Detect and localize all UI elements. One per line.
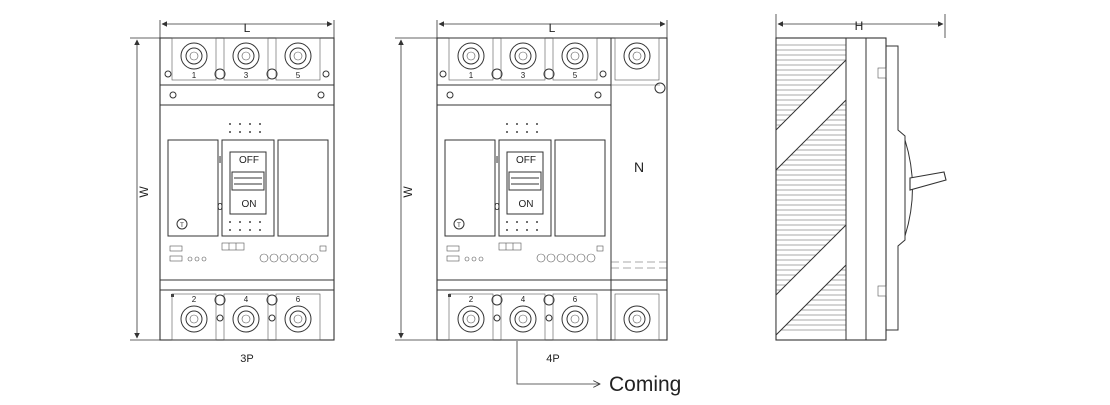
toggle-handle-3p xyxy=(231,171,265,191)
test-symbol-3p: T xyxy=(180,223,184,229)
off-symbol-4p: I xyxy=(496,155,499,166)
terminal-label: 6 xyxy=(296,295,301,304)
dim-w-4p: W xyxy=(395,37,437,341)
neutral-label: N xyxy=(634,159,644,175)
callout-arrow xyxy=(516,341,600,384)
view-4p: L W 1 xyxy=(395,20,681,396)
vent-dots-3p xyxy=(229,123,261,231)
terminal-label: 2 xyxy=(469,295,474,304)
dim-w-label-3p: W xyxy=(137,186,151,198)
dim-h-label: H xyxy=(855,19,864,33)
terminal-label: 1 xyxy=(192,71,197,80)
on-symbol-3p: 0 xyxy=(217,202,223,213)
on-label-3p: ON xyxy=(242,199,257,210)
top-terminals-3p: 1 3 5 xyxy=(164,37,330,81)
dim-l-4p: L xyxy=(436,20,668,38)
off-symbol-3p: I xyxy=(219,155,222,166)
terminal-label: 4 xyxy=(244,295,249,304)
view-label-3p: 3P xyxy=(240,353,253,365)
view-label-4p: 4P xyxy=(546,353,559,365)
test-symbol-4p: T xyxy=(457,223,461,229)
top-terminals-4p: 1 3 5 xyxy=(439,37,660,81)
off-label-4p: OFF xyxy=(516,155,536,166)
bottom-terminals-3p: 2 4 6 xyxy=(171,293,321,341)
test-button-3p xyxy=(176,218,188,230)
dim-l-3p: L xyxy=(159,20,335,38)
view-3p: L W 1 3 5 xyxy=(130,20,335,365)
dim-h: H xyxy=(775,14,946,38)
bottom-terminals-4p: 2 4 6 xyxy=(448,293,660,341)
terminal-label: 5 xyxy=(573,71,578,80)
terminal-label: 2 xyxy=(192,295,197,304)
on-label-4p: ON xyxy=(519,199,534,210)
side-handle xyxy=(909,171,947,191)
off-label-3p: OFF xyxy=(239,155,259,166)
terminal-label: 6 xyxy=(573,295,578,304)
callout-text: Coming xyxy=(609,373,681,396)
terminal-label: 5 xyxy=(296,71,301,80)
terminal-label: 4 xyxy=(521,295,526,304)
test-button-4p xyxy=(453,218,465,230)
dim-w-3p: W xyxy=(130,37,160,341)
dim-w-label-4p: W xyxy=(401,186,415,198)
dim-l-label-4p: L xyxy=(549,21,556,35)
terminal-label: 3 xyxy=(521,71,526,80)
handle-window-4p xyxy=(498,139,552,237)
terminal-label: 3 xyxy=(244,71,249,80)
on-symbol-4p: 0 xyxy=(494,202,500,213)
toggle-handle-4p xyxy=(508,171,542,191)
handle-window-3p xyxy=(221,139,275,237)
vent-dots-4p xyxy=(506,123,538,231)
view-side: H xyxy=(775,14,947,341)
terminal-label: 1 xyxy=(469,71,474,80)
dim-l-label-3p: L xyxy=(244,21,251,35)
